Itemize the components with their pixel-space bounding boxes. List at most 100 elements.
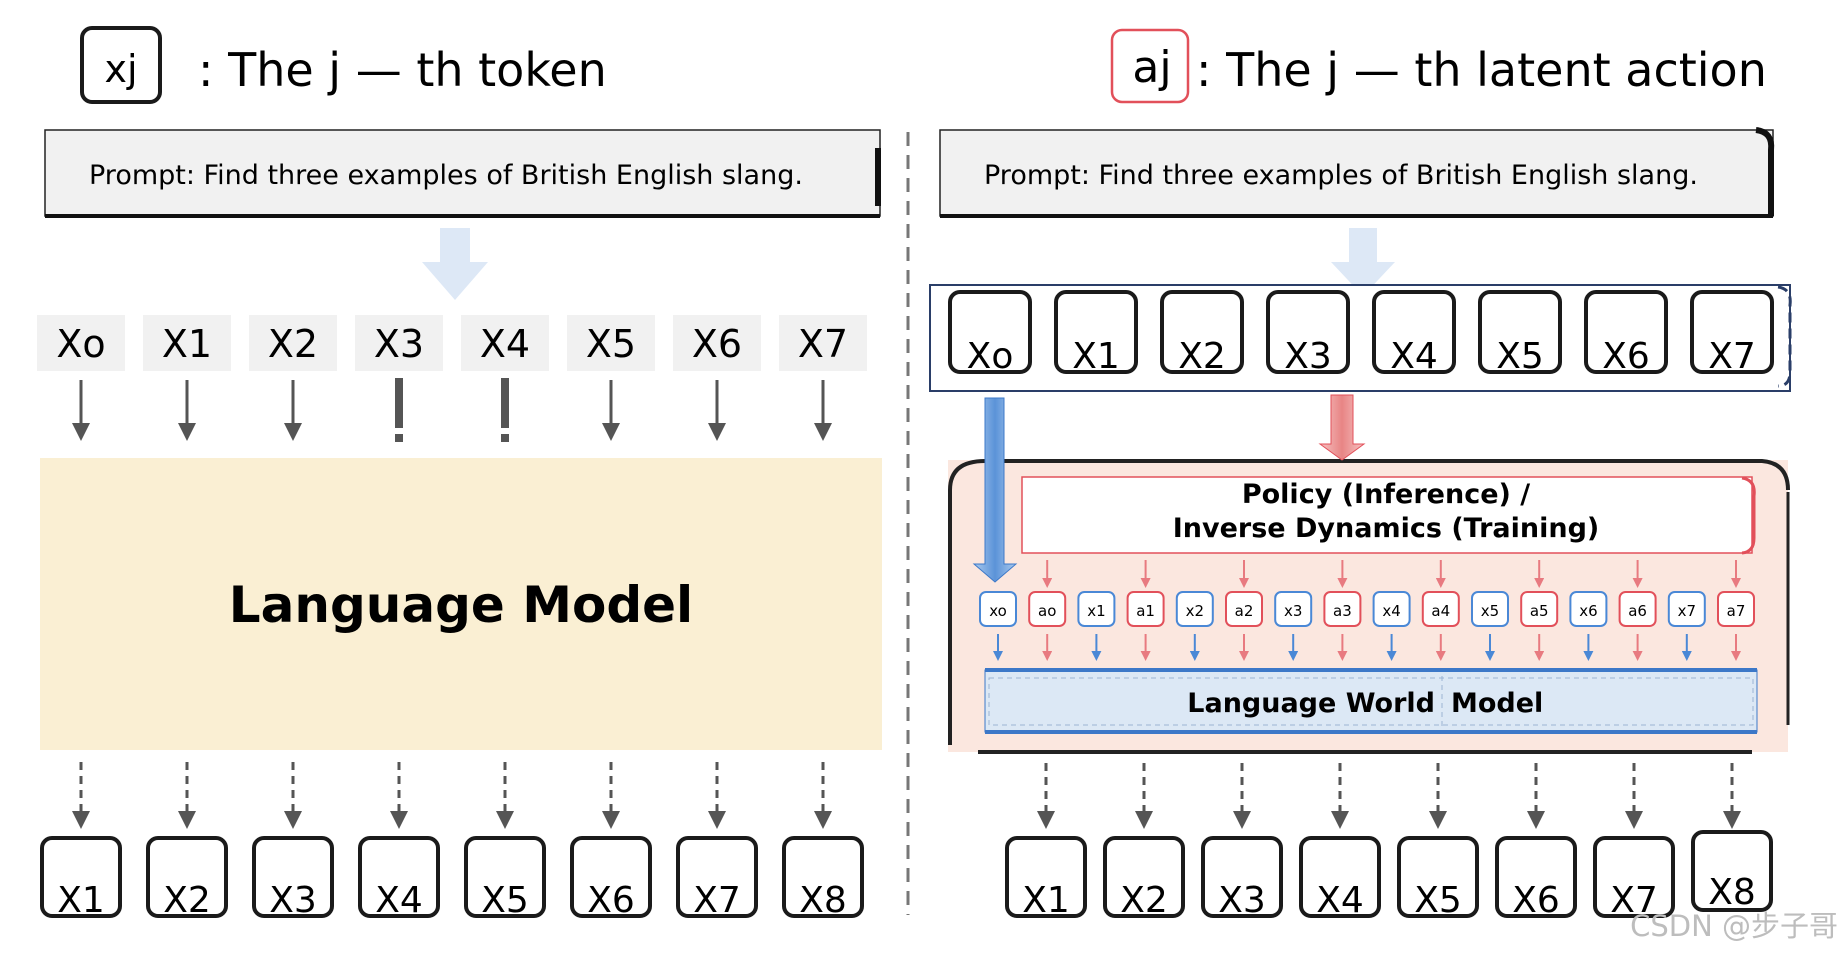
token-label: x7 — [1678, 602, 1696, 620]
left-output-token-box — [252, 836, 334, 918]
token-label: x1 — [1087, 602, 1105, 620]
left-output-token-box — [676, 836, 758, 918]
right-input-token: X1 — [1072, 336, 1120, 377]
left-output-token: X4 — [375, 880, 423, 921]
blue-input-arrow — [972, 397, 1018, 583]
left-input-token-bg — [567, 315, 655, 371]
latent-action-box — [1323, 591, 1362, 627]
right-output-token: X7 — [1610, 880, 1658, 921]
right-input-token: X3 — [1284, 336, 1332, 377]
token-label: x3 — [1284, 602, 1302, 620]
right-input-token: X2 — [1178, 336, 1226, 377]
token-label: x5 — [1481, 602, 1499, 620]
right-output-token-box — [1495, 836, 1577, 918]
legend-token-desc: : The j — th token — [198, 43, 607, 97]
language-model-label: Language Model — [229, 576, 693, 634]
right-output-token-box — [1299, 836, 1381, 918]
interleaved-token-action-row: xo ao x1 a1 x2 a2 x3 a3 x4 a4 x5 a5 x6 a6 x7 a7 — [979, 591, 1755, 627]
left-arrow-stub-dot — [501, 434, 509, 442]
latent-action-label: a5 — [1530, 602, 1549, 620]
right-input-token-box — [1690, 290, 1774, 374]
token-label: xo — [989, 602, 1007, 620]
right-input-token: X6 — [1602, 336, 1650, 377]
left-input-token-bg — [673, 315, 761, 371]
left-arrow-stub — [395, 378, 403, 428]
left-panel: Prompt: Find three examples of British E… — [37, 129, 882, 921]
token-box — [1471, 591, 1509, 627]
world-model-label-part1: Language World — [1187, 688, 1435, 719]
right-prompt-down-arrow — [1331, 228, 1395, 296]
token-box — [979, 591, 1017, 627]
right-output-token: X1 — [1022, 880, 1070, 921]
left-output-token: X8 — [799, 880, 847, 921]
left-prompt-text: Prompt: Find three examples of British E… — [89, 160, 803, 191]
right-output-token-box — [1593, 836, 1675, 918]
latent-action-label: ao — [1038, 602, 1056, 620]
left-output-token-box — [464, 836, 546, 918]
right-output-token-box — [1691, 830, 1773, 912]
policy-title-line1: Policy (Inference) / — [1242, 479, 1530, 510]
left-input-token-bg — [461, 315, 549, 371]
right-input-token-box — [1054, 290, 1138, 374]
left-input-token: X1 — [162, 322, 212, 366]
right-output-token-box — [1103, 836, 1185, 918]
left-arrow-stub-dot — [395, 434, 403, 442]
token-box — [1175, 591, 1214, 627]
left-output-token-box — [782, 836, 864, 918]
right-input-token: X4 — [1390, 336, 1438, 377]
left-input-token-bg — [249, 315, 337, 371]
left-input-token-bg — [37, 315, 125, 371]
right-input-token: Xo — [967, 336, 1014, 377]
right-output-token: X2 — [1120, 880, 1168, 921]
right-prompt-text: Prompt: Find three examples of British E… — [984, 160, 1698, 191]
right-input-token-box — [1266, 290, 1350, 374]
latent-action-label: a2 — [1235, 602, 1254, 620]
policy-block — [1021, 476, 1753, 554]
token-label: x4 — [1382, 602, 1400, 620]
left-input-token: X4 — [480, 322, 530, 366]
latent-action-label: a1 — [1136, 602, 1155, 620]
token-label: x2 — [1186, 602, 1204, 620]
left-input-token: X7 — [798, 322, 848, 366]
right-output-token: X8 — [1708, 872, 1756, 913]
policy-to-token-arrows — [1042, 560, 1741, 588]
right-output-token: X3 — [1218, 880, 1266, 921]
legend-action: aj : The j — th latent action — [1110, 28, 1767, 104]
latent-action-label: a6 — [1628, 602, 1647, 620]
right-input-token-box — [948, 290, 1032, 374]
right-output-token-box — [1397, 836, 1479, 918]
left-output-token: X3 — [269, 880, 317, 921]
world-model-block — [984, 669, 1758, 733]
left-output-token-box — [146, 836, 228, 918]
right-output-token: X4 — [1316, 880, 1364, 921]
right-input-token-box — [1372, 290, 1456, 374]
latent-action-box — [1717, 591, 1755, 627]
token-box — [1077, 591, 1116, 627]
left-input-arrows — [72, 378, 832, 442]
latent-action-label: a3 — [1333, 602, 1352, 620]
left-output-arrows — [72, 762, 832, 829]
latent-action-label: a4 — [1431, 602, 1450, 620]
left-input-token-bg — [355, 315, 443, 371]
red-input-arrow — [1318, 394, 1366, 461]
left-output-token: X5 — [481, 880, 529, 921]
left-input-token: X5 — [586, 322, 636, 366]
latent-action-label: a7 — [1727, 602, 1746, 620]
left-prompt-down-arrow — [422, 228, 488, 300]
right-panel: Prompt: Find three examples of British E… — [929, 127, 1792, 921]
legend-token-symbol: xj — [104, 47, 137, 91]
token-to-world-model-arrows — [993, 634, 1741, 661]
legend-action-symbol: aj — [1132, 42, 1171, 93]
left-input-token-bg — [779, 315, 867, 371]
right-input-token: X5 — [1496, 336, 1544, 377]
right-input-row: Xo X1 X2 X3 X4 X5 X6 X7 — [948, 290, 1774, 377]
right-input-token: X7 — [1708, 336, 1756, 377]
right-output-token-box — [1201, 836, 1283, 918]
token-box — [1667, 591, 1706, 627]
latent-action-box — [1520, 591, 1559, 627]
left-input-token: X6 — [692, 322, 742, 366]
token-label: x6 — [1579, 602, 1597, 620]
latent-action-box — [1618, 591, 1657, 627]
